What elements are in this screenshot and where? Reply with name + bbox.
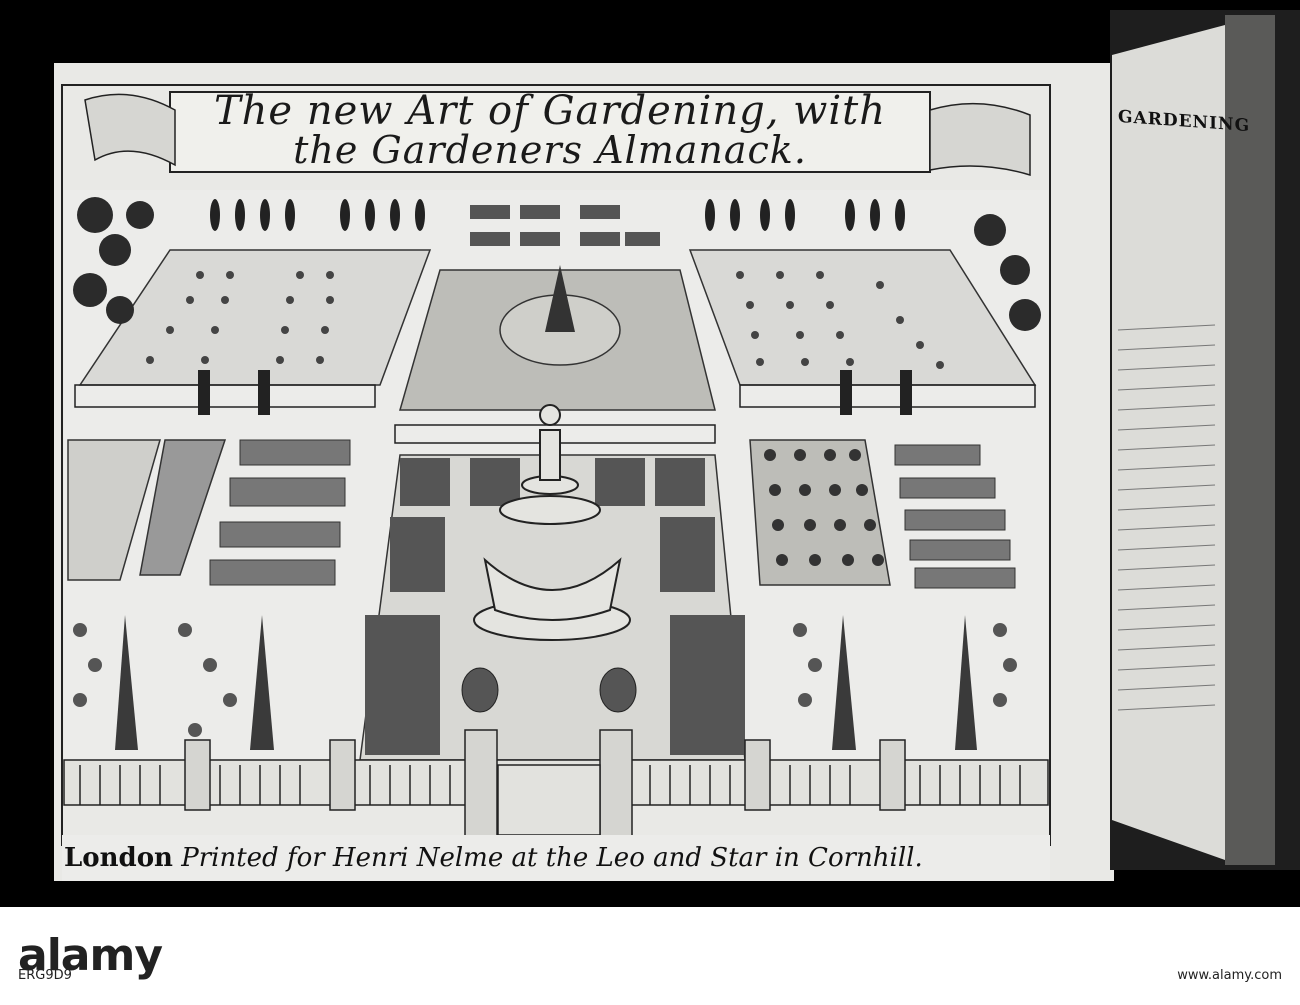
engraving-title-line-2: the Gardeners Almanack. — [293, 128, 807, 172]
book-spine — [1225, 15, 1275, 865]
caption-band — [62, 835, 1050, 881]
site-url: www.alamy.com — [1177, 968, 1282, 983]
engraving-caption: London Printed for Henri Nelme at the Le… — [64, 843, 1044, 873]
front-gate — [497, 764, 601, 836]
book-page — [1112, 25, 1225, 860]
alamy-logo: alamy — [18, 930, 163, 981]
banner-curl-left — [84, 93, 176, 167]
garden-engraving-scene — [54, 10, 1300, 881]
upper-left-parterre — [78, 249, 432, 386]
caption-place: London — [64, 843, 173, 873]
lower-left-trellis — [139, 439, 227, 576]
watermark-footer — [0, 907, 1300, 1005]
image-id: ERG9D9 — [18, 968, 72, 983]
caption-imprint: Printed for Henri Nelme at the Leo and S… — [172, 843, 923, 873]
banner-curl-right — [929, 102, 1031, 177]
engraving-title-line-1: The new Art of Gardening, with — [213, 88, 887, 134]
fountain — [473, 404, 631, 641]
lower-left-frame — [67, 439, 161, 581]
central-conifer — [545, 265, 575, 332]
lower-right-orchard — [749, 439, 891, 586]
